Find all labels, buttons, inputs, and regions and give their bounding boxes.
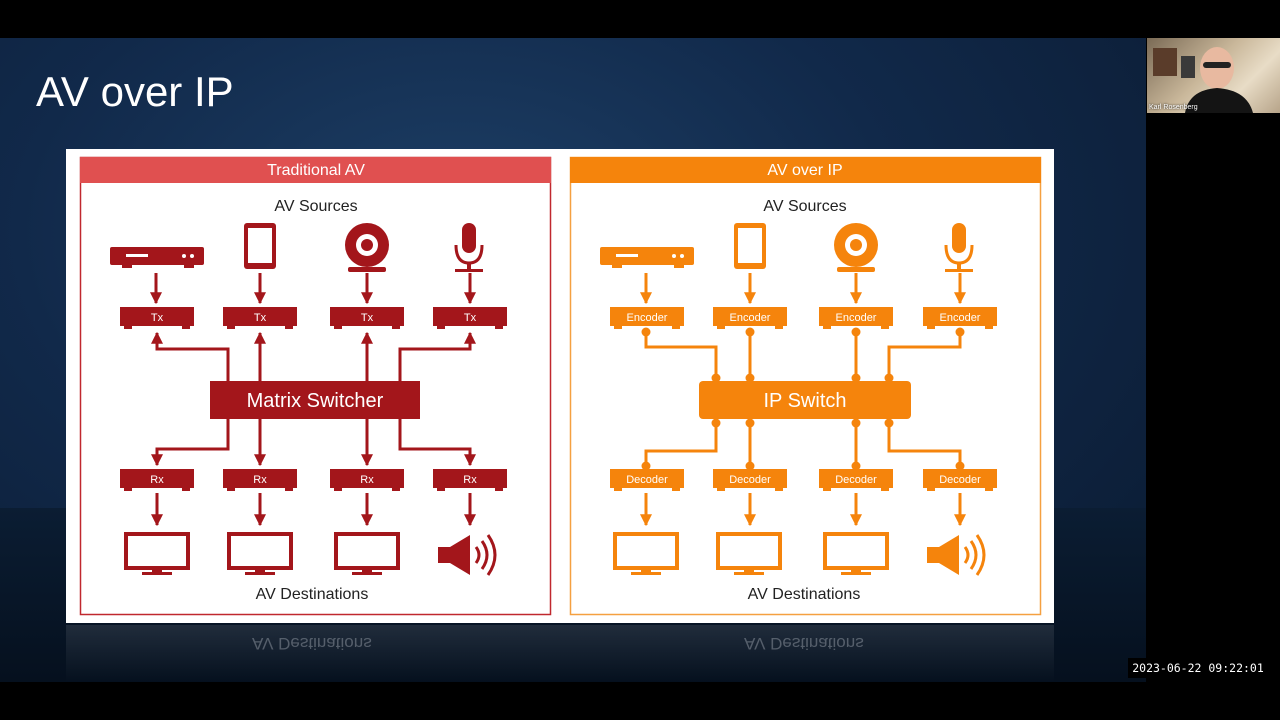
microphone-icon — [944, 223, 974, 272]
tx-label: Tx — [151, 312, 164, 324]
encoder-row: Encoder Encoder Encoder Encoder — [610, 307, 997, 329]
decoder-label: Decoder — [939, 474, 981, 486]
rx-row: Rx Rx Rx Rx — [120, 469, 507, 491]
av-over-ip-panel: AV over IP AV Sources — [569, 156, 1042, 616]
encoder-box: Encoder — [819, 307, 893, 329]
ip-sources-label: AV Sources — [763, 198, 846, 215]
traditional-sources-label: AV Sources — [274, 198, 357, 215]
rx-box: Rx — [433, 469, 507, 491]
tablet-icon — [734, 223, 766, 269]
rx-box: Rx — [330, 469, 404, 491]
rx-label: Rx — [360, 474, 374, 486]
decoder-box: Decoder — [819, 469, 893, 491]
traditional-destinations-label: AV Destinations — [256, 586, 369, 603]
tx-box: Tx — [120, 307, 194, 329]
tx-box: Tx — [223, 307, 297, 329]
encoder-label: Encoder — [836, 312, 877, 324]
decoder-label: Decoder — [835, 474, 877, 486]
rx-label: Rx — [253, 474, 267, 486]
rx-label: Rx — [150, 474, 164, 486]
ip-switch-label: IP Switch — [764, 390, 847, 412]
webcam-icon — [345, 223, 389, 272]
matrix-switcher-label: Matrix Switcher — [247, 390, 384, 412]
traditional-header-bar — [80, 157, 551, 183]
tx-row: Tx Tx Tx Tx — [120, 307, 507, 329]
slide-reflection: AV Destinations AV Destinations — [66, 625, 1054, 682]
decoder-box: Decoder — [923, 469, 997, 491]
webcam-icon — [834, 223, 878, 272]
tx-label: Tx — [361, 312, 374, 324]
tx-label: Tx — [254, 312, 267, 324]
decoder-label: Decoder — [729, 474, 771, 486]
diagram-panel: Traditional AV AV Sources — [66, 149, 1054, 623]
monitor-icon — [227, 532, 293, 575]
tx-box: Tx — [330, 307, 404, 329]
rx-box: Rx — [120, 469, 194, 491]
monitor-icon — [124, 532, 190, 575]
decoder-label: Decoder — [626, 474, 668, 486]
monitor-icon — [823, 532, 889, 575]
set-top-box-icon — [600, 247, 694, 268]
ip-destinations-label: AV Destinations — [748, 586, 861, 603]
recording-timestamp: 2023-06-22 09:22:01 — [1128, 658, 1268, 678]
microphone-icon — [454, 223, 484, 272]
rx-label: Rx — [463, 474, 477, 486]
traditional-header: Traditional AV — [267, 162, 365, 179]
ip-switch: IP Switch — [699, 381, 911, 419]
monitor-icon — [716, 532, 782, 575]
reflection-label-traditional: AV Destinations — [252, 634, 372, 653]
speaker-icon — [438, 534, 497, 576]
slide-title: AV over IP — [36, 68, 234, 115]
encoder-label: Encoder — [730, 312, 771, 324]
wall-art — [1153, 48, 1177, 76]
speaker-icon — [927, 534, 986, 576]
set-top-box-icon — [110, 247, 204, 268]
matrix-switcher: Matrix Switcher — [210, 381, 420, 419]
webcam-thumbnail[interactable]: Karl Rosenberg — [1147, 38, 1280, 113]
tx-label: Tx — [464, 312, 477, 324]
decoder-box: Decoder — [610, 469, 684, 491]
reflection-label-ip: AV Destinations — [744, 634, 864, 653]
decoder-box: Decoder — [713, 469, 787, 491]
encoder-box: Encoder — [923, 307, 997, 329]
encoder-box: Encoder — [713, 307, 787, 329]
ip-header: AV over IP — [767, 162, 842, 179]
participant-name: Karl Rosenberg — [1149, 104, 1198, 111]
monitor-icon — [613, 532, 679, 575]
presentation-stage: AV over IP Traditional AV AV Sources — [0, 38, 1146, 682]
encoder-box: Encoder — [610, 307, 684, 329]
encoder-label: Encoder — [627, 312, 668, 324]
monitor-icon — [334, 532, 400, 575]
encoder-label: Encoder — [940, 312, 981, 324]
tx-box: Tx — [433, 307, 507, 329]
traditional-av-panel: Traditional AV AV Sources — [79, 156, 552, 616]
wall-screen — [1181, 56, 1195, 78]
tablet-icon — [244, 223, 276, 269]
decoder-row: Decoder Decoder Decoder Decoder — [610, 469, 997, 491]
rx-box: Rx — [223, 469, 297, 491]
ip-header-bar — [570, 157, 1041, 183]
